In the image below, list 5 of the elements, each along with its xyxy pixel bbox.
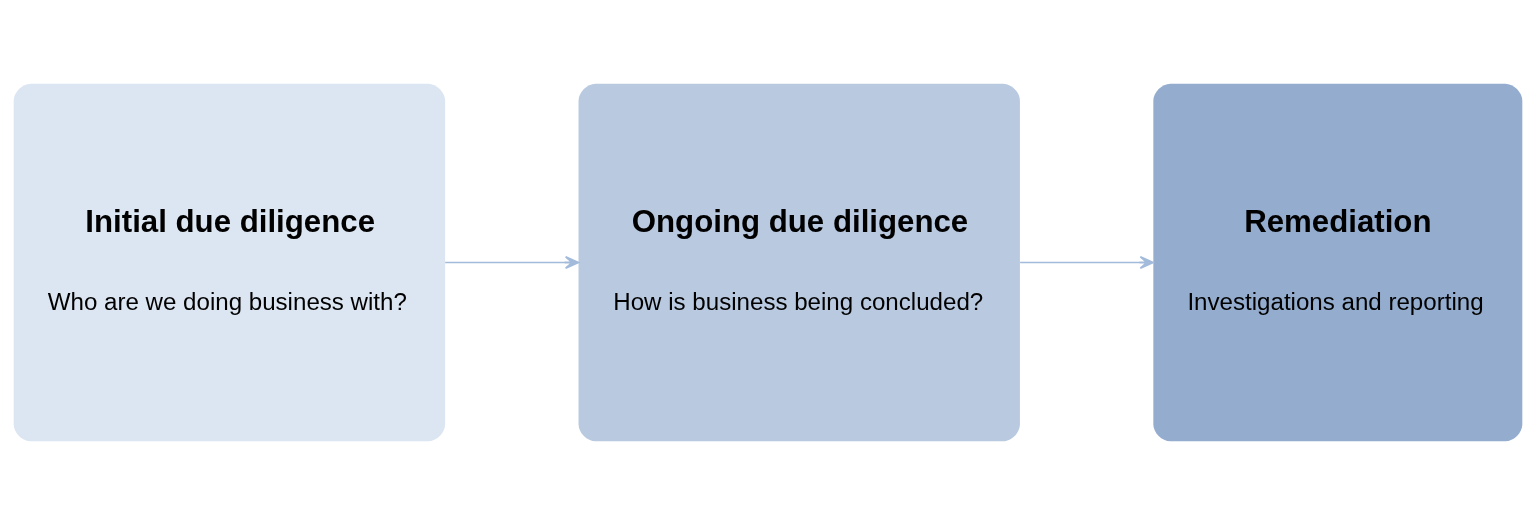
node-box: Remediation Investigations and reporting [1153,83,1523,442]
node-box: Initial due diligence Who are we doing business with? [13,83,446,442]
arrow [444,255,580,270]
arrow [1019,255,1154,270]
node-box: Ongoing due diligence How is business being concluded? [578,83,1020,442]
